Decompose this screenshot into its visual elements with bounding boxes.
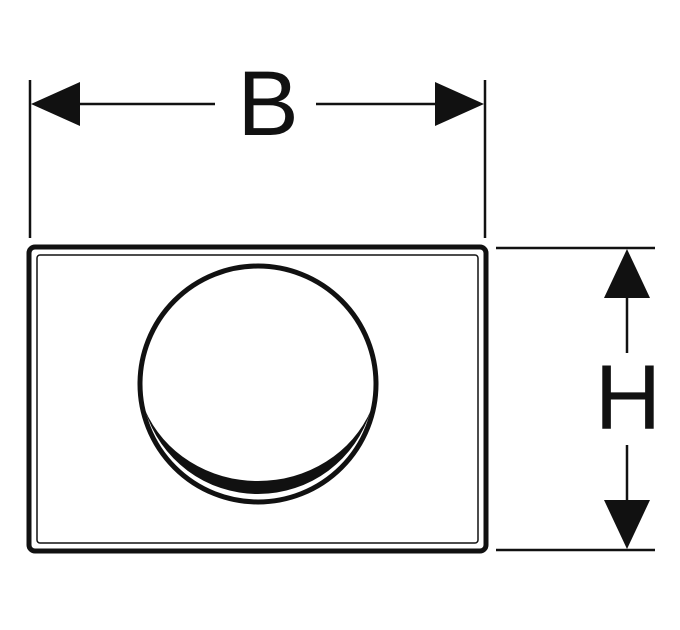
height-arrowhead-top [604,249,650,298]
plate-inner-bevel [36,254,479,544]
width-dimension: B [28,53,487,238]
height-dimension: H [496,246,661,552]
width-label: B [237,53,298,155]
width-arrowhead-right [435,82,484,126]
width-arrowhead-left [31,82,80,126]
height-arrowhead-bottom [604,500,650,549]
flush-button [137,263,379,505]
height-label: H [595,347,661,449]
flush-button-outline [137,263,379,505]
flush-button-shading [145,410,371,495]
